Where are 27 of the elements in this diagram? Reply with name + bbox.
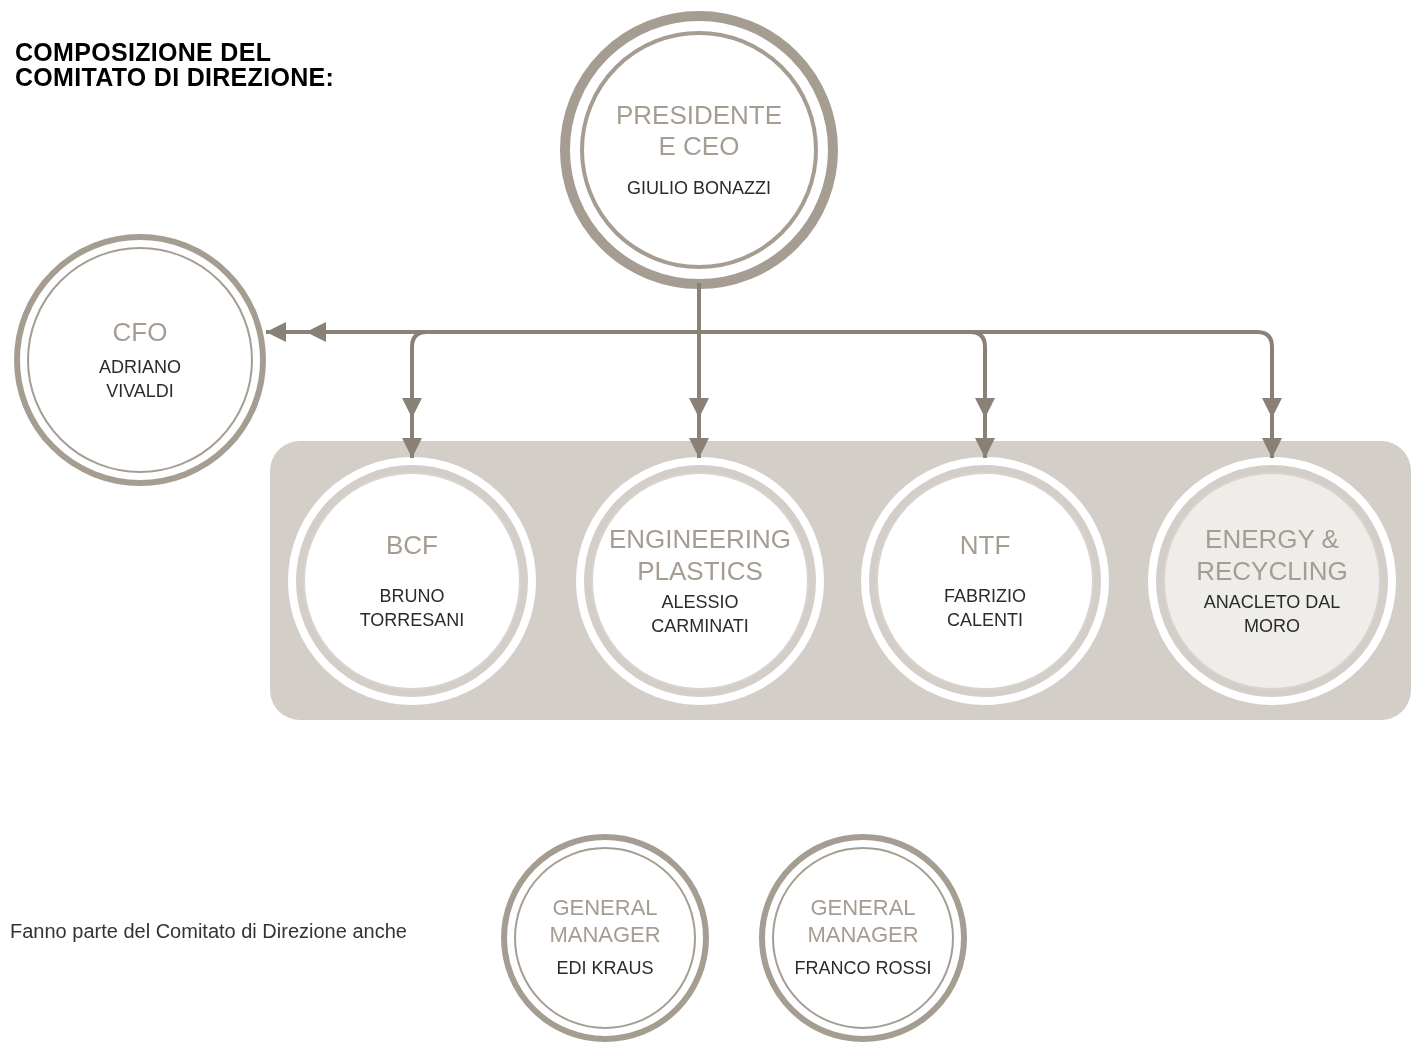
division-circle [288,457,536,705]
role-circle [560,11,838,289]
division-circle [1148,457,1396,705]
role-title: CFO [112,316,168,349]
role-circle [14,234,266,486]
role-title: BCF [386,529,438,562]
division-circle [861,457,1109,705]
role-title: GENERAL MANAGER [548,895,662,950]
division-panel [270,441,1411,720]
diagram-title: COMPOSIZIONE DEL COMITATO DI DIREZIONE: [15,40,336,89]
role-circle [501,834,709,1042]
note-text: Fanno parte del Comitato di Direzione anche [10,920,407,943]
role-title: NTF [959,529,1011,562]
role-circle [759,834,967,1042]
person-name: ANACLETO DAL MORO [1202,591,1342,638]
role-title: PRESIDENTE E CEO [614,99,784,163]
role-title: GENERAL MANAGER [806,895,920,950]
person-name: GIULIO BONAZZI [627,177,771,200]
person-name: BRUNO TORRESANI [358,585,466,632]
role-title: ENGINEERING PLASTICS [608,523,792,588]
person-name: EDI KRAUS [556,957,654,981]
role-title: ENERGY & RECYCLING [1195,523,1349,588]
person-name: FABRIZIO CALENTI [943,585,1027,632]
division-circle [576,457,824,705]
person-name: ALESSIO CARMINATI [650,591,750,638]
person-name: ADRIANO VIVALDI [98,356,182,403]
person-name: FRANCO ROSSI [794,957,932,981]
